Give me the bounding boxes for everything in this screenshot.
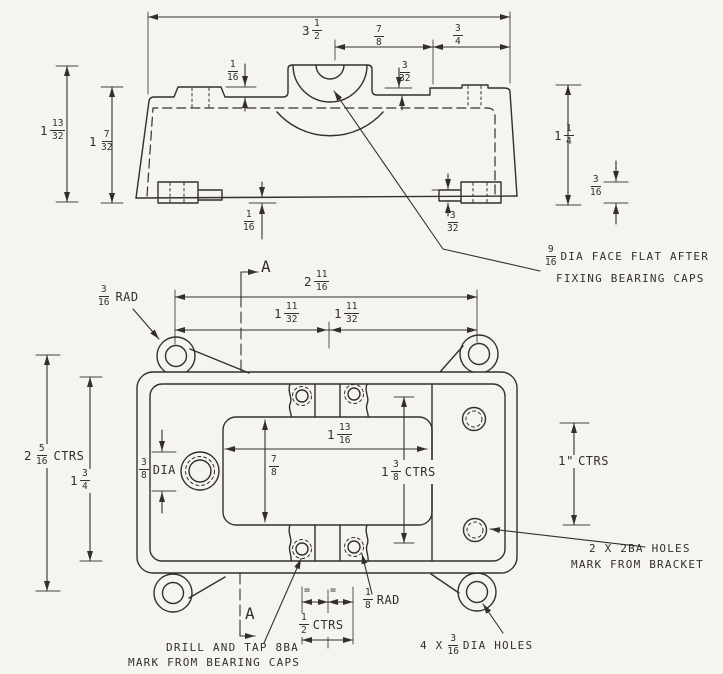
section-a-bottom-label: A <box>245 604 255 623</box>
bearing-bore-arc <box>292 64 368 103</box>
lug-top-left <box>156 336 196 376</box>
equal-mark-left: = <box>304 585 311 596</box>
corner-gussets <box>188 345 464 599</box>
plan-view <box>136 334 518 613</box>
drill-tap-leader <box>263 558 302 644</box>
boss-step-ticks <box>225 86 413 89</box>
dim-2ba-ctrs-label: 1" CTRS <box>556 453 611 469</box>
face-flat-arc <box>276 111 384 137</box>
hole-2ba <box>462 517 488 543</box>
face-flat-leader <box>333 90 541 272</box>
lug-hole <box>467 342 491 366</box>
boss-outer <box>180 451 220 491</box>
plan-dimensions <box>35 289 646 649</box>
note-2ba-holes-line1: 2 X 2BA HOLES <box>589 542 691 555</box>
body-inner-wall <box>149 383 506 562</box>
tapped-hole-8ba <box>295 542 309 556</box>
left-lug <box>157 181 223 204</box>
lug-bottom-left <box>153 573 193 613</box>
lug-hole <box>164 344 188 368</box>
lug-top-right <box>459 334 499 374</box>
tapped-hole-8ba <box>347 387 361 401</box>
bearing-notch-arc <box>315 64 345 80</box>
tapped-hole-8ba <box>347 540 361 554</box>
body-outline <box>135 64 518 199</box>
extension-lines <box>174 289 478 349</box>
note-2ba-holes-line2: MARK FROM BRACKET <box>571 558 704 571</box>
elevation-view <box>135 64 518 204</box>
boss-hole-3-8 <box>188 459 212 483</box>
body-bottom-line <box>135 195 518 199</box>
fillet-rad-leader <box>361 553 373 595</box>
hidden-outline <box>146 107 496 197</box>
equal-mark-right: = <box>330 585 337 596</box>
elevation-dimensions <box>55 11 629 272</box>
body-outer <box>136 371 518 574</box>
note-drill-tap-line2: MARK FROM BEARING CAPS <box>128 656 301 669</box>
lug-hole <box>161 581 185 605</box>
note-drill-tap-line1: DRILL AND TAP 8BA <box>166 641 299 654</box>
lug-rad-leader <box>132 308 160 340</box>
note-face-flat-line2: FIXING BEARING CAPS <box>556 272 705 285</box>
tapped-hole-8ba <box>295 389 309 403</box>
2ba-holes-leader <box>489 527 646 548</box>
lug-holes-leader <box>482 603 504 634</box>
section-line-a <box>239 269 259 639</box>
lug-hole <box>465 580 489 604</box>
section-a-top-label: A <box>261 257 271 276</box>
bottom-dim-ticks <box>248 189 457 204</box>
hole-2ba <box>461 406 487 432</box>
tapped-hole-bosses <box>288 383 369 562</box>
lug-bottom-right <box>457 572 497 612</box>
